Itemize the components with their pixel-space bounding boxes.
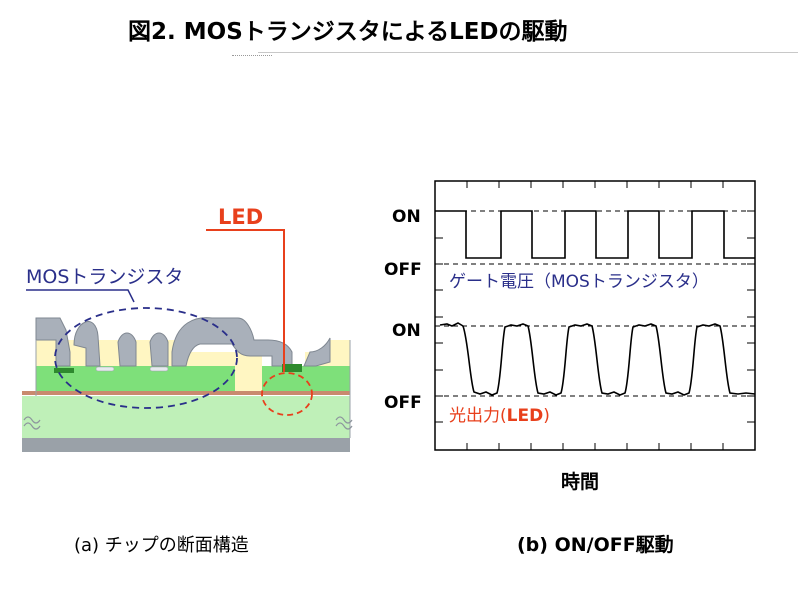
mos-leader-line	[26, 289, 135, 303]
led-output-trace	[439, 322, 756, 396]
source-pad	[54, 368, 74, 373]
led-label: LED	[218, 205, 263, 229]
led-pad	[282, 364, 302, 372]
substrate-grey-layer	[22, 438, 350, 452]
chip-cross-section	[22, 317, 353, 452]
break-mark-left	[23, 416, 41, 424]
top-off-label: OFF	[384, 260, 422, 280]
panel-a-caption: (a) チップの断面構造	[74, 535, 249, 556]
metal-contact-2	[73, 321, 101, 367]
isolation-column	[235, 366, 262, 391]
bottom-off-label: OFF	[384, 393, 422, 413]
metal-contact-1	[35, 317, 71, 367]
top-on-label: ON	[392, 207, 421, 227]
figure-title: 図2. MOSトランジスタによるLEDの駆動	[128, 19, 568, 45]
mos-label: MOSトランジスタ	[26, 266, 183, 288]
top-bottom-ticks	[466, 181, 724, 450]
metal-contact-4	[149, 332, 169, 367]
break-mark-right	[335, 416, 353, 424]
led-leader-line	[206, 229, 285, 372]
bottom-on-label: ON	[392, 321, 421, 341]
mos-highlight-ellipse	[54, 307, 238, 409]
title-dotted-mark	[232, 55, 272, 58]
led-output-series-label: 光出力(LED)	[449, 406, 550, 426]
metal-contact-3	[117, 332, 137, 367]
gate-voltage-series-label: ゲート電圧（MOSトランジスタ）	[449, 272, 709, 292]
junction-line	[22, 391, 350, 395]
gate-voltage-trace	[435, 210, 755, 259]
title-underline	[258, 52, 798, 53]
x-axis-label: 時間	[561, 471, 599, 493]
led-highlight-circle	[261, 372, 313, 416]
metal-contact-6	[303, 337, 331, 367]
panel-b-caption: (b) ON/OFF駆動	[517, 534, 674, 556]
